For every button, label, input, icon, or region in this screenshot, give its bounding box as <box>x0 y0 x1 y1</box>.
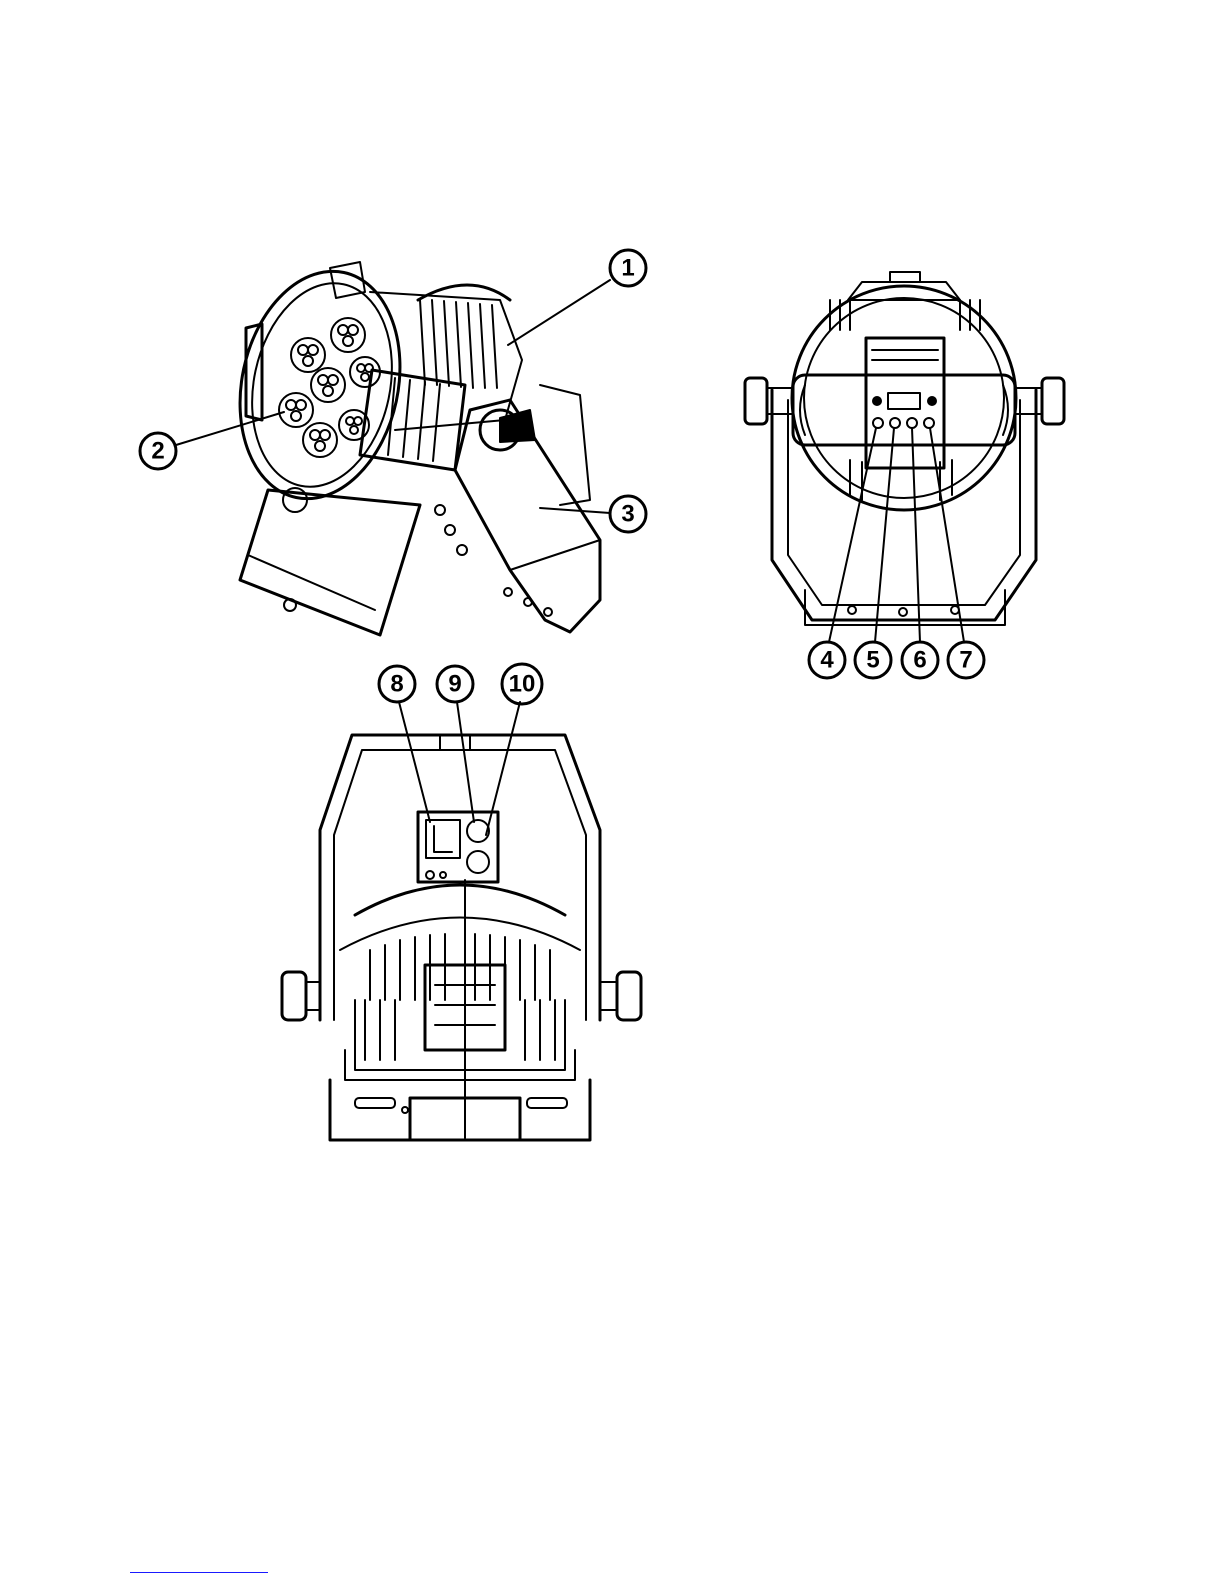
callout-2-label: 2 <box>151 438 164 465</box>
callout-5: 5 <box>855 428 894 678</box>
rear-base <box>330 1080 590 1140</box>
side-knobs <box>282 972 641 1020</box>
callout-1-label: 1 <box>621 255 634 282</box>
rear-housing <box>792 272 1016 510</box>
callout-8: 8 <box>379 666 430 822</box>
button-3-icon <box>907 418 917 428</box>
dmx-out-icon <box>467 851 489 873</box>
callout-6-label: 6 <box>913 647 926 674</box>
lcd-display <box>888 393 920 409</box>
base-plate <box>240 488 420 635</box>
button-4-icon <box>924 418 934 428</box>
callout-8-label: 8 <box>390 671 403 698</box>
rear-connector-view: 8 9 10 <box>282 664 641 1140</box>
rear-control-panel-view: 4 5 6 7 <box>745 272 1064 678</box>
yoke-top-frame <box>320 735 600 1020</box>
button-2-icon <box>890 418 900 428</box>
callout-6: 6 <box>902 428 938 678</box>
callout-10-label: 10 <box>509 671 536 698</box>
led-array <box>279 318 380 457</box>
footer-rule <box>130 1572 268 1573</box>
callout-9-label: 9 <box>448 671 461 698</box>
callout-1: 1 <box>508 250 646 345</box>
callout-7: 7 <box>930 428 984 678</box>
callout-5-label: 5 <box>866 647 879 674</box>
yoke-u-frame <box>772 390 1036 625</box>
callout-7-label: 7 <box>959 647 972 674</box>
button-1-icon <box>873 418 883 428</box>
callout-4-label: 4 <box>820 647 834 674</box>
dmx-in-icon <box>467 820 489 842</box>
front-perspective-view: 1 2 3 <box>140 250 646 635</box>
callout-9: 9 <box>437 666 474 822</box>
callout-3-label: 3 <box>621 501 634 528</box>
